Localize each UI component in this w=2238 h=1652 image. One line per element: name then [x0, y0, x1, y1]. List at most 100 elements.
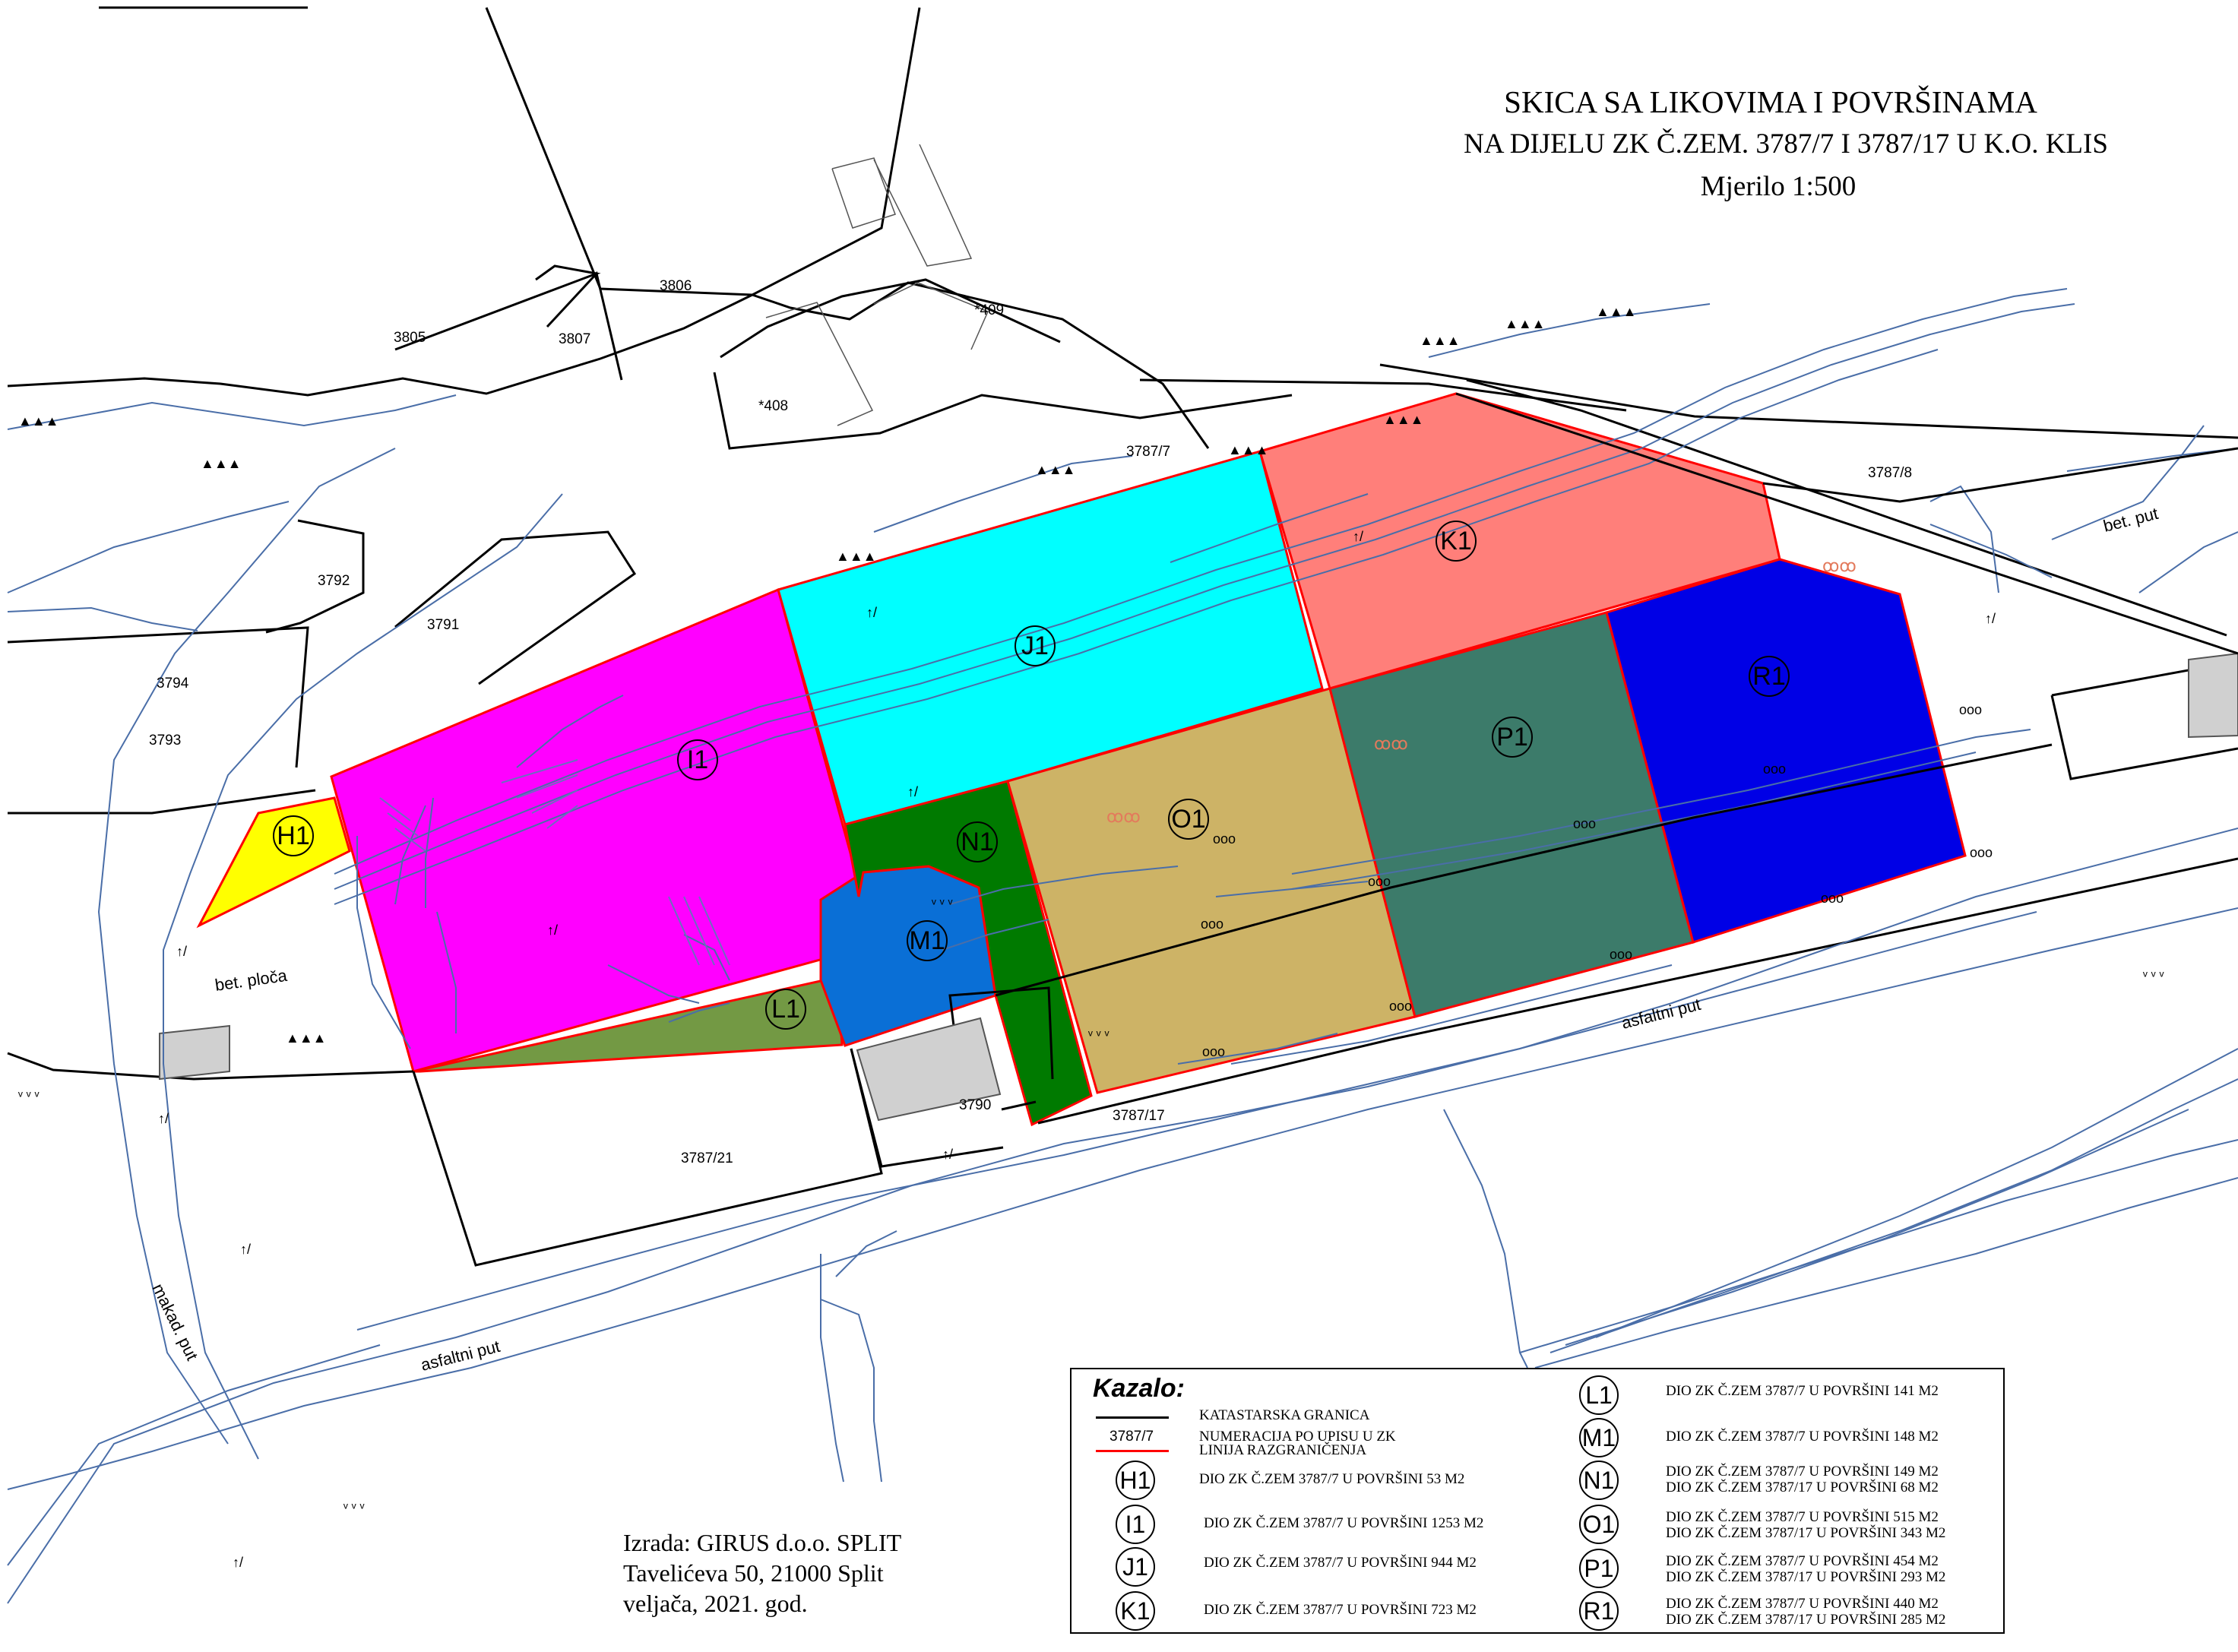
legend-circle-k1: K1 [1116, 1591, 1155, 1631]
figure-areas [196, 392, 1967, 1127]
svg-text:ooo: ooo [1763, 761, 1786, 777]
figure-label-i1[interactable]: I1 [677, 739, 718, 780]
svg-text:M1: M1 [909, 926, 945, 955]
parcel-numbers: 3806 3805 3807 *409 *408 3787/7 3787/8 3… [149, 278, 1912, 1166]
svg-text:↑/: ↑/ [866, 605, 877, 620]
svg-text:▲▲▲: ▲▲▲ [286, 1030, 326, 1046]
figure-label-m1[interactable]: M1 [907, 920, 948, 961]
figure-label-p1[interactable]: P1 [1492, 717, 1533, 758]
svg-text:▲▲▲: ▲▲▲ [1035, 462, 1075, 477]
svg-text:↑/: ↑/ [240, 1242, 251, 1257]
figure-label-h1[interactable]: H1 [273, 815, 314, 856]
svg-text:ᵛ ᵛ ᵛ: ᵛ ᵛ ᵛ [1087, 1027, 1110, 1043]
credits: Izrada: GIRUS d.o.o. SPLIT Tavelićeva 50… [623, 1527, 901, 1619]
parcel-3787-7: 3787/7 [1126, 444, 1170, 460]
map-symbols: ↑/ ↑/ ↑/ ↑/ ↑/ ↑/ ↑/ ↑/ ↑/ ↑/ ᵛ ᵛ ᵛ ᵛ ᵛ … [17, 304, 2164, 1570]
svg-text:ooo: ooo [1389, 998, 1412, 1014]
figure-r1-area[interactable] [1605, 558, 1967, 944]
figure-n1-area[interactable] [844, 780, 1093, 1127]
legend-text-j1: DIO ZK Č.ZEM 3787/7 U POVRŠINI 944 M2 [1204, 1555, 1477, 1571]
svg-text:ooo: ooo [1821, 891, 1844, 906]
svg-text:▲▲▲: ▲▲▲ [1505, 316, 1545, 331]
parcel-3805: 3805 [394, 330, 426, 346]
parcel-3793: 3793 [149, 733, 181, 748]
parcel-3806: 3806 [660, 278, 692, 294]
legend-demarcation: LINIJA RAZGRANIČENJA [1199, 1442, 1367, 1458]
svg-text:↑/: ↑/ [942, 1147, 953, 1162]
parcel-3787-8: 3787/8 [1868, 465, 1912, 481]
svg-text:P1: P1 [1496, 723, 1528, 752]
legend-text-o1-a: DIO ZK Č.ZEM 3787/7 U POVRŠINI 515 M2 [1666, 1509, 1939, 1525]
terrain-lines [7, 288, 2238, 1604]
legend-text-r1-a: DIO ZK Č.ZEM 3787/7 U POVRŠINI 440 M2 [1666, 1596, 1939, 1612]
credits-date: veljača, 2021. god. [623, 1590, 808, 1617]
legend-text-o1-b: DIO ZK Č.ZEM 3787/17 U POVRŠINI 343 M2 [1666, 1525, 1946, 1541]
svg-text:↑/: ↑/ [176, 944, 187, 959]
parcel-3794: 3794 [157, 676, 189, 691]
credits-address: Tavelićeva 50, 21000 Split [623, 1559, 884, 1587]
legend-circle-r1: R1 [1579, 1591, 1619, 1631]
figure-label-n1[interactable]: N1 [957, 821, 998, 862]
legend-title: Kazalo: [1093, 1374, 1185, 1403]
svg-text:▲▲▲: ▲▲▲ [836, 549, 876, 564]
legend-text-m1: DIO ZK Č.ZEM 3787/7 U POVRŠINI 148 M2 [1666, 1429, 1939, 1445]
legend-text-r1-b: DIO ZK Č.ZEM 3787/17 U POVRŠINI 285 M2 [1666, 1612, 1946, 1628]
svg-text:J1: J1 [1021, 631, 1049, 660]
figure-l1-area[interactable] [413, 976, 844, 1073]
legend-text-n1-a: DIO ZK Č.ZEM 3787/7 U POVRŠINI 149 M2 [1666, 1464, 1939, 1480]
parcel-3790: 3790 [959, 1097, 991, 1113]
svg-text:I1: I1 [687, 745, 708, 774]
figure-k1-area[interactable] [1258, 392, 1781, 690]
svg-text:ooo: ooo [1610, 947, 1632, 962]
outbuildings [765, 144, 989, 426]
svg-text:↑/: ↑/ [907, 784, 918, 799]
svg-text:L1: L1 [771, 995, 800, 1024]
legend-circle-n1: N1 [1579, 1461, 1619, 1500]
parcel-3787-21: 3787/21 [681, 1150, 733, 1166]
legend-circle-p1: P1 [1579, 1549, 1619, 1588]
legend-text-k1: DIO ZK Č.ZEM 3787/7 U POVRŠINI 723 M2 [1204, 1602, 1477, 1618]
svg-text:ooo: ooo [1573, 816, 1596, 831]
svg-text:ᵛ ᵛ ᵛ: ᵛ ᵛ ᵛ [2142, 968, 2164, 983]
buildings [159, 652, 2238, 1122]
svg-text:ꝏꝏ: ꝏꝏ [1822, 556, 1857, 575]
svg-text:▲▲▲: ▲▲▲ [1596, 304, 1636, 319]
legend-circle-h1: H1 [1116, 1461, 1155, 1500]
parcel-3807: 3807 [559, 331, 590, 347]
figure-label-l1[interactable]: L1 [765, 989, 806, 1030]
legend: Kazalo: KATASTARSKA GRANICA 3787/7 NUMER… [1070, 1368, 2005, 1634]
svg-text:▲▲▲: ▲▲▲ [1420, 333, 1460, 348]
parcel-408: *408 [758, 398, 788, 414]
svg-text:ooo: ooo [1213, 831, 1236, 847]
svg-text:▲▲▲: ▲▲▲ [1383, 412, 1423, 427]
cadastral-boundaries [7, 6, 2238, 1267]
svg-text:ooo: ooo [1201, 916, 1223, 932]
figure-labels: H1 I1 J1 K1 L1 M1 N1 O1 P1 R1 [273, 521, 1790, 1030]
parcel-3791: 3791 [427, 617, 459, 633]
svg-text:K1: K1 [1440, 527, 1472, 555]
svg-text:ꝏꝏ: ꝏꝏ [1374, 734, 1408, 753]
credits-company: Izrada: GIRUS d.o.o. SPLIT [623, 1529, 902, 1556]
parcel-3792: 3792 [318, 573, 350, 589]
svg-text:N1: N1 [961, 828, 993, 856]
legend-text-i1: DIO ZK Č.ZEM 3787/7 U POVRŠINI 1253 M2 [1204, 1515, 1484, 1531]
legend-sample-number: 3787/7 [1110, 1429, 1154, 1445]
figure-label-r1[interactable]: R1 [1749, 656, 1790, 697]
map-scale: Mjerilo 1:500 [1700, 171, 1857, 202]
legend-text-p1-b: DIO ZK Č.ZEM 3787/17 U POVRŠINI 293 M2 [1666, 1569, 1946, 1585]
parcel-3787-17: 3787/17 [1113, 1108, 1165, 1124]
figure-label-k1[interactable]: K1 [1436, 521, 1477, 562]
svg-text:▲▲▲: ▲▲▲ [18, 413, 59, 429]
svg-text:ooo: ooo [1202, 1044, 1225, 1059]
figure-label-o1[interactable]: O1 [1168, 799, 1209, 840]
legend-numbering: NUMERACIJA PO UPISU U ZK [1199, 1429, 1396, 1445]
svg-text:O1: O1 [1171, 805, 1205, 834]
figure-label-j1[interactable]: J1 [1015, 625, 1056, 666]
legend-demarcation-line-sample [1096, 1450, 1169, 1452]
svg-text:▲▲▲: ▲▲▲ [1228, 442, 1268, 457]
legend-text-p1-a: DIO ZK Č.ZEM 3787/7 U POVRŠINI 454 M2 [1666, 1553, 1939, 1569]
legend-circle-j1: J1 [1116, 1547, 1155, 1587]
legend-cadastral-line-sample [1096, 1416, 1169, 1419]
legend-circle-m1: M1 [1579, 1418, 1619, 1457]
